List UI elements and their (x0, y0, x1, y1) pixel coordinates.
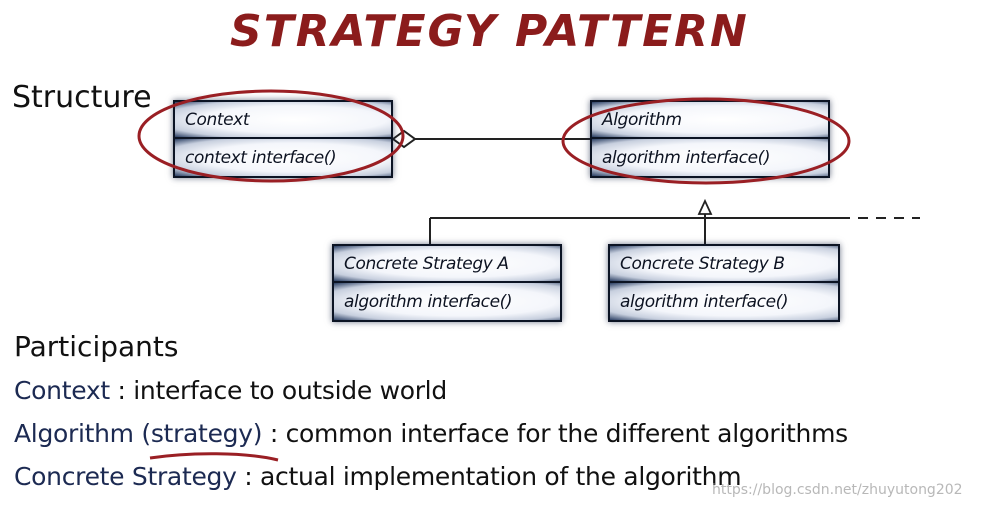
generalization-arrowhead (697, 198, 713, 215)
concrete-strategy-a-box: Concrete Strategy A algorithm interface(… (332, 244, 562, 322)
concrete-strategy-a-method: algorithm interface() (334, 283, 560, 320)
participant-row-context: Context : interface to outside world (14, 369, 974, 412)
page-title: STRATEGY PATTERN (230, 6, 749, 57)
participants-section: Participants Context : interface to outs… (14, 330, 974, 498)
context-class-name: Context (175, 102, 391, 139)
participant-description: actual implementation of the algorithm (260, 462, 742, 491)
participant-term: Concrete Strategy (14, 462, 237, 491)
participant-term: Context (14, 376, 110, 405)
concrete-strategy-b-name: Concrete Strategy B (610, 246, 838, 283)
participant-row-algorithm: Algorithm (strategy) : common interface … (14, 412, 974, 455)
context-class-box: Context context interface() (173, 100, 393, 178)
participant-separator: : (109, 376, 134, 405)
algorithm-class-name: Algorithm (592, 102, 828, 139)
context-class-method: context interface() (175, 139, 391, 176)
algorithm-class-box: Algorithm algorithm interface() (590, 100, 830, 178)
aggregation-diamond (391, 129, 417, 149)
watermark: https://blog.csdn.net/zhuyutong202 (712, 482, 963, 498)
participant-separator: : (262, 419, 286, 448)
structure-label: Structure (12, 80, 152, 115)
participants-heading: Participants (14, 330, 179, 363)
participant-separator: : (236, 462, 261, 491)
participant-row-concrete-strategy: Concrete Strategy : actual implementatio… (14, 455, 974, 498)
participant-term: Algorithm (strategy) (14, 419, 263, 448)
participant-description: interface to outside world (133, 376, 447, 405)
concrete-strategy-b-method: algorithm interface() (610, 283, 838, 320)
algorithm-class-method: algorithm interface() (592, 139, 828, 176)
concrete-strategy-b-box: Concrete Strategy B algorithm interface(… (608, 244, 840, 322)
participant-description: common interface for the different algor… (285, 419, 849, 448)
concrete-strategy-a-name: Concrete Strategy A (334, 246, 560, 283)
